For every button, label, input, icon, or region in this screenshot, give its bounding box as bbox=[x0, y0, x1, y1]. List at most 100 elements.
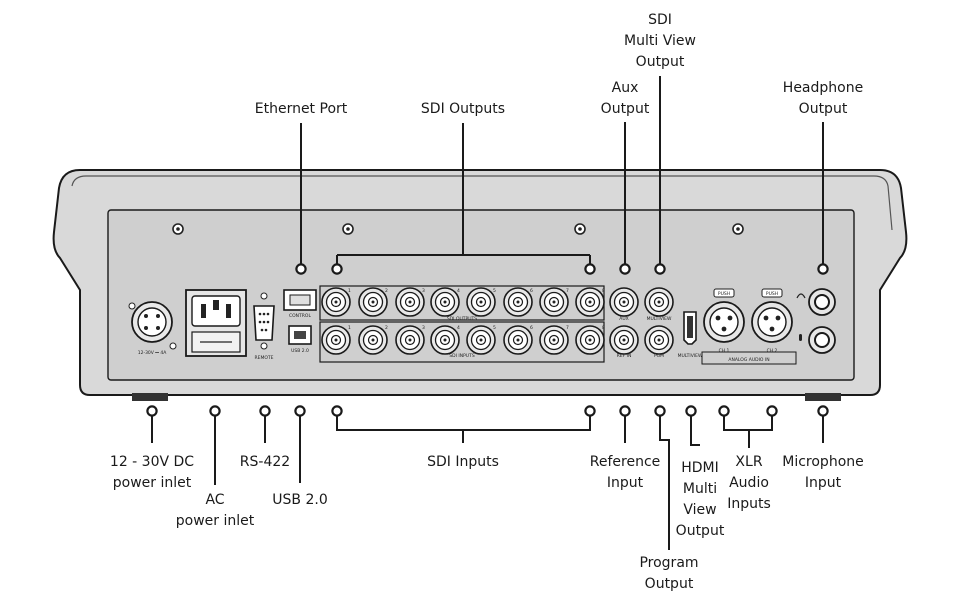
sdi-output-bnc bbox=[358, 287, 388, 317]
sdi-output-bnc bbox=[395, 287, 425, 317]
callout-pin bbox=[209, 405, 221, 417]
callout-pin bbox=[584, 405, 596, 417]
port-number: 3 bbox=[422, 288, 425, 294]
microphone-icon bbox=[799, 334, 802, 341]
ch1-text: CH 1 bbox=[719, 348, 730, 354]
port-number: 7 bbox=[566, 325, 569, 331]
rs422-connector: REMOTE bbox=[253, 292, 275, 361]
screw bbox=[342, 223, 354, 235]
port-number: 6 bbox=[530, 288, 533, 294]
port-number: 2 bbox=[385, 325, 388, 331]
port-number: 1 bbox=[348, 325, 351, 331]
callout-lines bbox=[146, 76, 829, 550]
callout-pin bbox=[259, 405, 271, 417]
callout-pin bbox=[654, 405, 666, 417]
callout-pin bbox=[146, 405, 158, 417]
callout-line bbox=[336, 123, 591, 264]
label-sdi-outputs: SDI Outputs bbox=[420, 101, 506, 117]
port-number: 4 bbox=[457, 325, 460, 331]
label-rs422: RS-422 bbox=[239, 454, 291, 470]
foot-left bbox=[132, 393, 168, 401]
label-sdi-inputs: SDI Inputs bbox=[427, 454, 499, 470]
sdi-input-bnc bbox=[466, 325, 496, 355]
sdi-input-bnc bbox=[321, 325, 351, 355]
dc-power-connector: 12-30V ⎓ 4A bbox=[128, 301, 177, 356]
screw bbox=[574, 223, 586, 235]
port-number: 6 bbox=[530, 325, 533, 331]
callout-line bbox=[723, 416, 773, 448]
analog-audio-bay bbox=[701, 351, 797, 365]
callout-pin bbox=[718, 405, 730, 417]
ethernet-connector: CONTROL bbox=[283, 289, 317, 319]
callout-pin bbox=[619, 263, 631, 275]
push-text-2: PUSH bbox=[766, 291, 778, 297]
pgm-panel-text: PGM bbox=[654, 353, 664, 359]
xlr-connector-ch1: PUSH CH 1 bbox=[703, 288, 745, 354]
port-number: 1 bbox=[348, 288, 351, 294]
callout-pin bbox=[766, 405, 778, 417]
callout-line bbox=[336, 416, 591, 443]
sdi-input-bnc bbox=[539, 325, 569, 355]
port-number: 7 bbox=[566, 288, 569, 294]
headphone-icon bbox=[796, 293, 806, 299]
label-ethernet-port: Ethernet Port bbox=[254, 101, 348, 117]
power-spec-text: 12-30V ⎓ 4A bbox=[138, 350, 167, 356]
callout-pin bbox=[654, 263, 666, 275]
port-number: 3 bbox=[422, 325, 425, 331]
analog-audio-text: ANALOG AUDIO IN bbox=[728, 357, 769, 363]
ac-power-connector bbox=[185, 289, 247, 357]
port-number: 8 bbox=[602, 325, 605, 331]
usb-connector: USB 2.0 bbox=[288, 325, 312, 354]
sdi-output-bnc bbox=[575, 287, 605, 317]
ref-in-panel-text: REF IN bbox=[617, 353, 632, 359]
multiview-panel-text: MULTIVIEW bbox=[647, 316, 672, 322]
callout-pin bbox=[685, 405, 697, 417]
reference-input-bnc bbox=[609, 325, 639, 355]
port-number: 8 bbox=[602, 288, 605, 294]
sdi-output-bnc bbox=[466, 287, 496, 317]
foot-right bbox=[805, 393, 841, 401]
callout-pin bbox=[295, 263, 307, 275]
port-number: 5 bbox=[493, 288, 496, 294]
callout-pin bbox=[294, 405, 306, 417]
chassis-top-band bbox=[71, 175, 893, 231]
callout-pin bbox=[331, 263, 343, 275]
sdi-inputs-panel-text: SDI INPUTS bbox=[449, 353, 475, 359]
callout-pin bbox=[817, 405, 829, 417]
usb-panel-text: USB 2.0 bbox=[291, 348, 309, 354]
aux-bnc-group bbox=[609, 287, 674, 355]
sdi-input-bnc bbox=[503, 325, 533, 355]
port-number: 5 bbox=[493, 325, 496, 331]
hdmi-connector: MULTIVIEW bbox=[678, 311, 703, 359]
aux-panel-text: AUX bbox=[619, 316, 628, 322]
program-output-bnc bbox=[644, 325, 674, 355]
callout-line bbox=[659, 416, 670, 550]
sdi-output-bnc bbox=[503, 287, 533, 317]
multiview-output-bnc bbox=[644, 287, 674, 317]
port-number: 2 bbox=[385, 288, 388, 294]
label-usb: USB 2.0 bbox=[272, 492, 328, 508]
sdi-input-bnc bbox=[575, 325, 605, 355]
port-number: 4 bbox=[457, 288, 460, 294]
callout-pin bbox=[584, 263, 596, 275]
push-text-1: PUSH bbox=[718, 291, 730, 297]
microphone-jack bbox=[799, 326, 836, 354]
aux-output-bnc bbox=[609, 287, 639, 317]
callout-pin bbox=[331, 405, 343, 417]
xlr-connector-ch2: PUSH CH 2 bbox=[751, 288, 793, 354]
sdi-output-bnc bbox=[430, 287, 460, 317]
sdi-output-bnc bbox=[539, 287, 569, 317]
screw bbox=[172, 223, 184, 235]
sdi-input-bnc bbox=[395, 325, 425, 355]
control-text: CONTROL bbox=[289, 313, 311, 319]
